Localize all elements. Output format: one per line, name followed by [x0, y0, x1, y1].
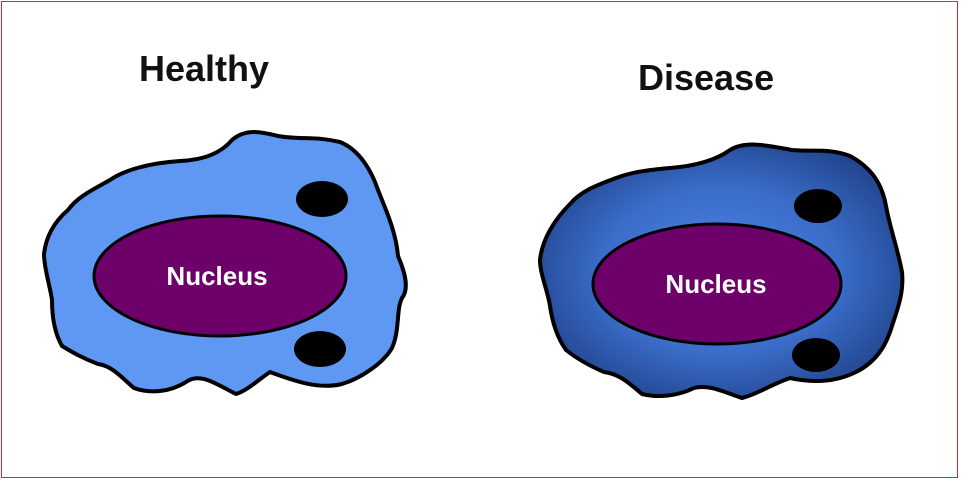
disease-granule-bottom — [792, 338, 840, 372]
disease-cell: Nucleus — [540, 145, 902, 398]
disease-nucleus-label: Nucleus — [665, 269, 766, 299]
healthy-cell: Nucleus — [44, 132, 406, 394]
healthy-granule-top — [296, 181, 348, 217]
healthy-nucleus-label: Nucleus — [166, 261, 267, 291]
disease-granule-top — [794, 189, 842, 223]
healthy-granule-bottom — [294, 331, 346, 367]
